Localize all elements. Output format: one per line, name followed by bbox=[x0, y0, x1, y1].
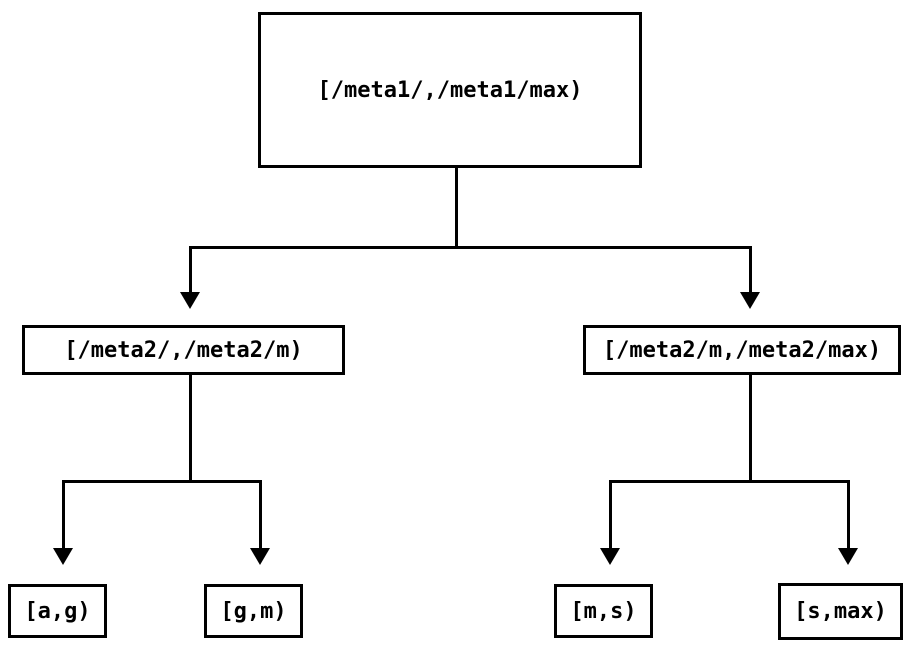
edge-root-to-right-line bbox=[749, 246, 752, 292]
tree-node-meta2-right: [/meta2/m,/meta2/max) bbox=[583, 325, 901, 375]
tree-leaf-s-max: [s,max) bbox=[778, 583, 903, 640]
edge-left-to-ag-line bbox=[62, 480, 65, 548]
arrowhead-root-to-right-icon bbox=[740, 292, 760, 309]
edge-right-to-smax-line bbox=[847, 480, 850, 548]
tree-leaf-m-s: [m,s) bbox=[554, 584, 653, 638]
edge-right-to-ms-line bbox=[609, 480, 612, 548]
tree-node-root: [/meta1/,/meta1/max) bbox=[258, 12, 642, 168]
arrowhead-left-to-ag-icon bbox=[53, 548, 73, 565]
arrowhead-right-to-ms-icon bbox=[600, 548, 620, 565]
arrowhead-root-to-left-icon bbox=[180, 292, 200, 309]
edge-root-bus-line bbox=[189, 246, 752, 249]
arrowhead-right-to-smax-icon bbox=[838, 548, 858, 565]
edge-root-to-left-line bbox=[189, 246, 192, 292]
edge-right-bus-line bbox=[609, 480, 850, 483]
edge-left-to-gm-line bbox=[259, 480, 262, 548]
edge-left-trunk-line bbox=[189, 375, 192, 483]
edge-root-trunk-line bbox=[455, 168, 458, 249]
arrowhead-left-to-gm-icon bbox=[250, 548, 270, 565]
tree-leaf-g-m: [g,m) bbox=[204, 584, 303, 638]
edge-right-trunk-line bbox=[749, 375, 752, 483]
tree-node-meta2-left: [/meta2/,/meta2/m) bbox=[22, 325, 345, 375]
tree-leaf-a-g: [a,g) bbox=[8, 584, 107, 638]
edge-left-bus-line bbox=[62, 480, 262, 483]
